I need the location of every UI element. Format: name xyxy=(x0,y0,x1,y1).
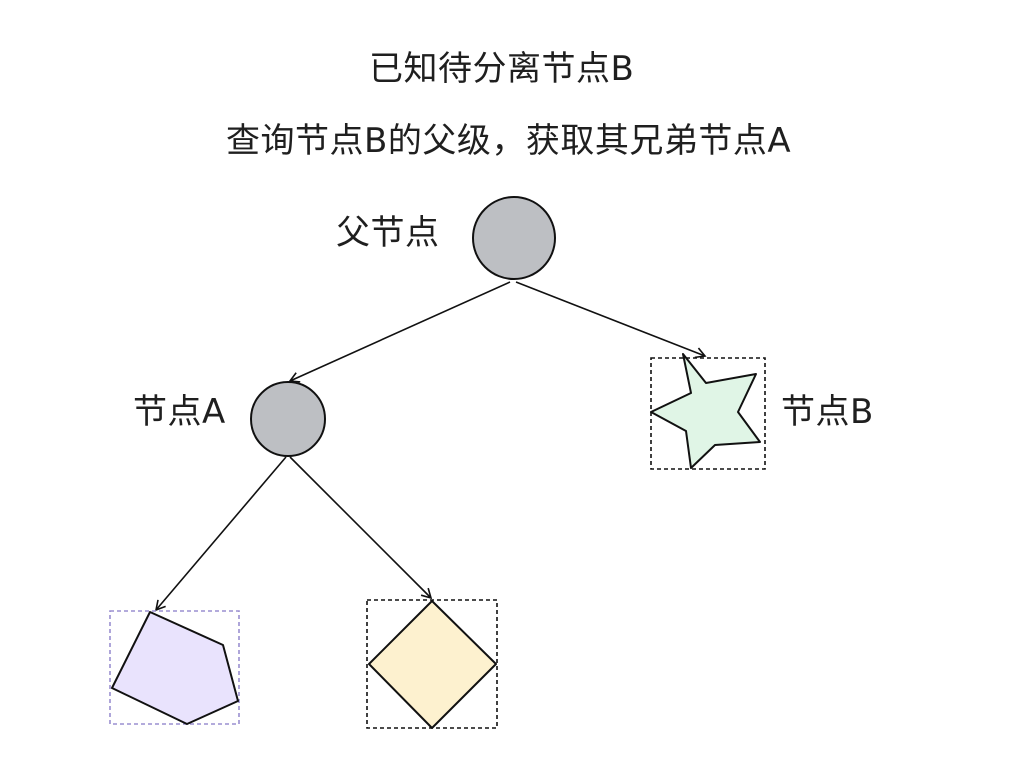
diamond-node[interactable] xyxy=(368,600,497,729)
node-a-label: 节点A xyxy=(133,392,226,432)
edge-parent-to-a xyxy=(288,281,511,383)
edge-a-to-diamond xyxy=(289,456,433,600)
pentagon-selection-box xyxy=(109,610,240,725)
node-b-selection-box xyxy=(650,357,766,470)
edge-parent-to-b xyxy=(515,281,707,359)
node-a[interactable] xyxy=(250,381,326,457)
edge-a-to-pentagon xyxy=(154,456,287,612)
pentagon-node[interactable] xyxy=(111,611,239,725)
node-b-label: 节点B xyxy=(781,392,874,432)
diagram-subtitle: 查询节点B的父级，获取其兄弟节点A xyxy=(226,121,792,161)
diagram-title: 已知待分离节点B xyxy=(369,49,635,89)
parent-node-label: 父节点 xyxy=(336,213,440,253)
parent-node[interactable] xyxy=(472,196,556,280)
node-b-star[interactable] xyxy=(650,353,761,469)
